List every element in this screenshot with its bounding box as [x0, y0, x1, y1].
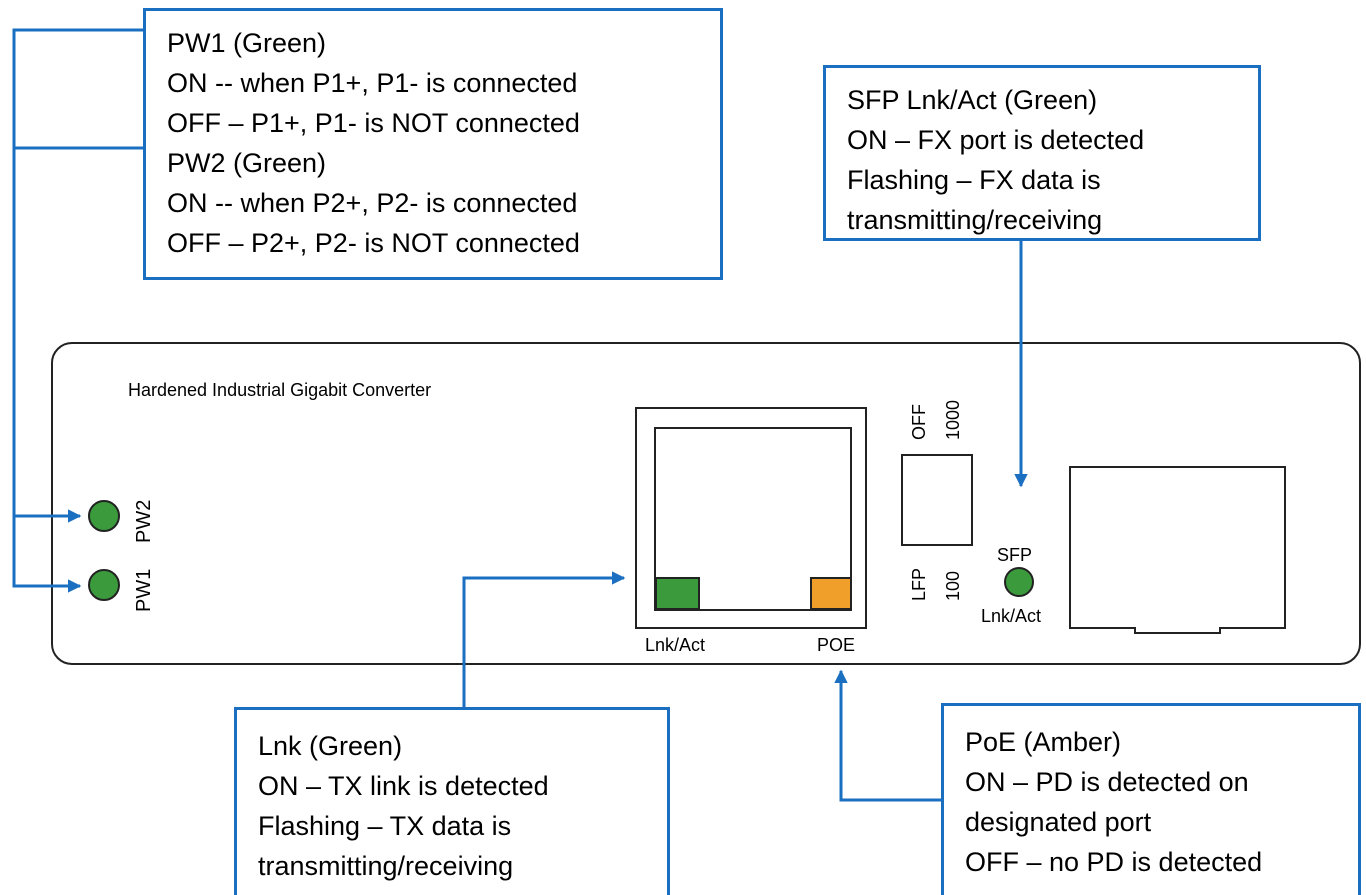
- switch-off-label: OFF: [909, 404, 929, 440]
- callout-line: Lnk (Green): [258, 731, 403, 761]
- lnk-act-led: [655, 577, 700, 610]
- device-panel: [51, 342, 1361, 665]
- switch-lfp-label: LFP: [909, 567, 929, 601]
- callout-line: SFP Lnk/Act (Green): [847, 85, 1098, 115]
- switch-1000-label: 1000: [943, 399, 963, 440]
- callout-line: OFF – P1+, P1- is NOT connected: [167, 108, 580, 138]
- sfp-lnk-act-label: Lnk/Act: [981, 606, 1042, 626]
- callout-line: PW2 (Green): [167, 148, 327, 178]
- pw2-label: PW2: [133, 499, 155, 543]
- callout-line: designated port: [965, 807, 1152, 837]
- callout-line: Flashing – FX data is: [847, 165, 1101, 195]
- callout-line: ON – TX link is detected: [258, 771, 549, 801]
- switch-100-label: 100: [943, 570, 963, 601]
- sfp-label: SFP: [997, 545, 1033, 565]
- poe-callout: PoE (Amber) ON – PD is detected on desig…: [941, 703, 1361, 895]
- callout-line: transmitting/receiving: [847, 205, 1103, 235]
- lnk-callout: Lnk (Green) ON – TX link is detected Fla…: [234, 707, 670, 895]
- pw1-label: PW1: [133, 568, 155, 612]
- callout-line: transmitting/receiving: [258, 851, 514, 881]
- pw1-led: [88, 569, 120, 601]
- pw-connector-lines: [12, 28, 145, 593]
- sfp-lnk-act-led: [1004, 567, 1034, 597]
- callout-line: PW1 (Green): [167, 28, 327, 58]
- sfp-cage: [1069, 466, 1286, 634]
- poe-connector-line: [834, 669, 943, 802]
- pw2-led: [88, 500, 120, 532]
- lnk-connector-line: [462, 571, 626, 709]
- poe-label: POE: [817, 635, 856, 655]
- callout-line: OFF – P2+, P2- is NOT connected: [167, 228, 580, 258]
- callout-line: ON – FX port is detected: [847, 125, 1145, 155]
- speed-switch: [901, 454, 973, 546]
- lnk-act-label: Lnk/Act: [645, 635, 706, 655]
- pw-callout: PW1 (Green) ON -- when P1+, P1- is conne…: [143, 8, 723, 280]
- rj45-port-outer: [635, 407, 867, 629]
- callout-line: PoE (Amber): [965, 727, 1122, 757]
- device-title: Hardened Industrial Gigabit Converter: [128, 380, 432, 400]
- sfp-callout: SFP Lnk/Act (Green) ON – FX port is dete…: [823, 65, 1261, 241]
- callout-line: Flashing – TX data is: [258, 811, 512, 841]
- rj45-port-inner: [654, 427, 852, 611]
- callout-line: ON – PD is detected on: [965, 767, 1249, 797]
- callout-line: ON -- when P2+, P2- is connected: [167, 188, 578, 218]
- callout-line: OFF – no PD is detected: [965, 847, 1263, 877]
- poe-led: [810, 577, 852, 610]
- callout-line: ON -- when P1+, P1- is connected: [167, 68, 578, 98]
